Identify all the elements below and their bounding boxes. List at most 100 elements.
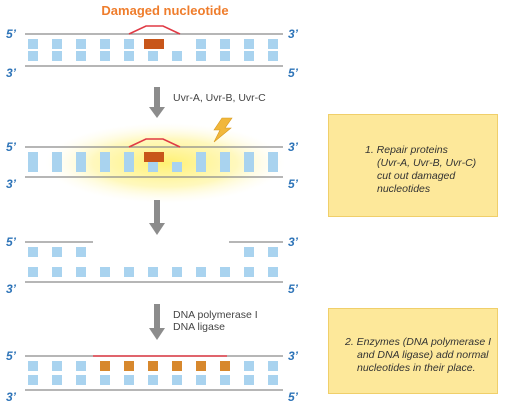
note2-line: 2. Enzymes (DNA polymerase I [345,336,492,348]
strand-end-label: 5’ [6,27,17,41]
strand-end-label: 5’ [288,390,299,404]
down-arrow-icon [149,304,165,340]
base [244,361,254,371]
new-base [172,361,182,371]
base [28,51,38,61]
base [52,267,62,277]
new-base [148,361,158,371]
base [268,152,278,162]
base [196,39,206,49]
damaged-base [154,152,164,162]
note2-line: nucleotides in their place. [357,362,476,374]
base [196,152,206,162]
base [124,51,134,61]
damage-bracket [128,138,181,148]
new-base [100,361,110,371]
base [244,162,254,172]
base [148,267,158,277]
base [28,39,38,49]
base [76,51,86,61]
strand-end-label: 5’ [288,177,299,191]
strand-end-label: 5’ [288,66,299,80]
down-arrow-icon [149,200,165,235]
base [244,152,254,162]
strand-end-label: 5’ [6,140,17,154]
base [196,375,206,385]
dna-strands: 3’5’5’3’3’5’5’3’3’5’5’3’3’5’5’3’ [6,25,299,404]
note1-line: (Uvr-A, Uvr-B, Uvr-C) [377,157,477,169]
diagram-title: Damaged nucleotide [101,3,228,18]
base [244,267,254,277]
base [220,152,230,162]
strand-end-label: 3’ [288,27,299,41]
base [76,39,86,49]
base [100,267,110,277]
base [52,162,62,172]
strand-end-label: 5’ [6,235,17,249]
enzymes-label-2a: DNA polymerase I [173,309,258,321]
base [268,375,278,385]
base [148,162,158,172]
base [268,361,278,371]
base [268,267,278,277]
base [220,375,230,385]
base [220,39,230,49]
note1-line: nucleotides [377,183,431,195]
strand-end-label: 3’ [6,282,17,296]
base [196,51,206,61]
enzymes-label-1: Uvr-A, Uvr-B, Uvr-C [173,92,266,104]
base [244,39,254,49]
strand-end-label: 3’ [288,235,299,249]
base [124,267,134,277]
base [76,267,86,277]
down-arrow-icon [149,87,165,118]
base [52,51,62,61]
damaged-base [144,152,154,162]
base [220,162,230,172]
base [124,39,134,49]
base [100,162,110,172]
strand-end-label: 5’ [6,349,17,363]
base [100,51,110,61]
base [52,375,62,385]
base [52,39,62,49]
base [28,162,38,172]
base [220,267,230,277]
base [28,152,38,162]
strand-end-label: 3’ [6,177,17,191]
base [52,247,62,257]
strand-end-label: 3’ [288,349,299,363]
note1-line: cut out damaged [377,170,456,182]
strand-end-label: 3’ [6,390,17,404]
base [28,361,38,371]
base [76,152,86,162]
enzyme-glow [45,123,285,203]
base [268,51,278,61]
lightning-icon [213,117,233,143]
enzymes-label-2b: DNA ligase [173,321,225,333]
base [172,162,182,172]
base [76,375,86,385]
base [76,162,86,172]
strand-end-label: 3’ [6,66,17,80]
base [244,375,254,385]
base [244,51,254,61]
note-enzymes: 2. Enzymes (DNA polymerase I and DNA lig… [328,308,498,394]
base [172,267,182,277]
base [196,267,206,277]
new-base [196,361,206,371]
base [172,375,182,385]
new-base [220,361,230,371]
base [196,162,206,172]
note1-line: 1. Repair proteins [365,144,448,156]
base [28,375,38,385]
base [148,375,158,385]
base [28,267,38,277]
base [124,375,134,385]
base [244,247,254,257]
base [148,51,158,61]
damaged-base [154,39,164,49]
new-base [124,361,134,371]
strand-end-label: 5’ [288,282,299,296]
